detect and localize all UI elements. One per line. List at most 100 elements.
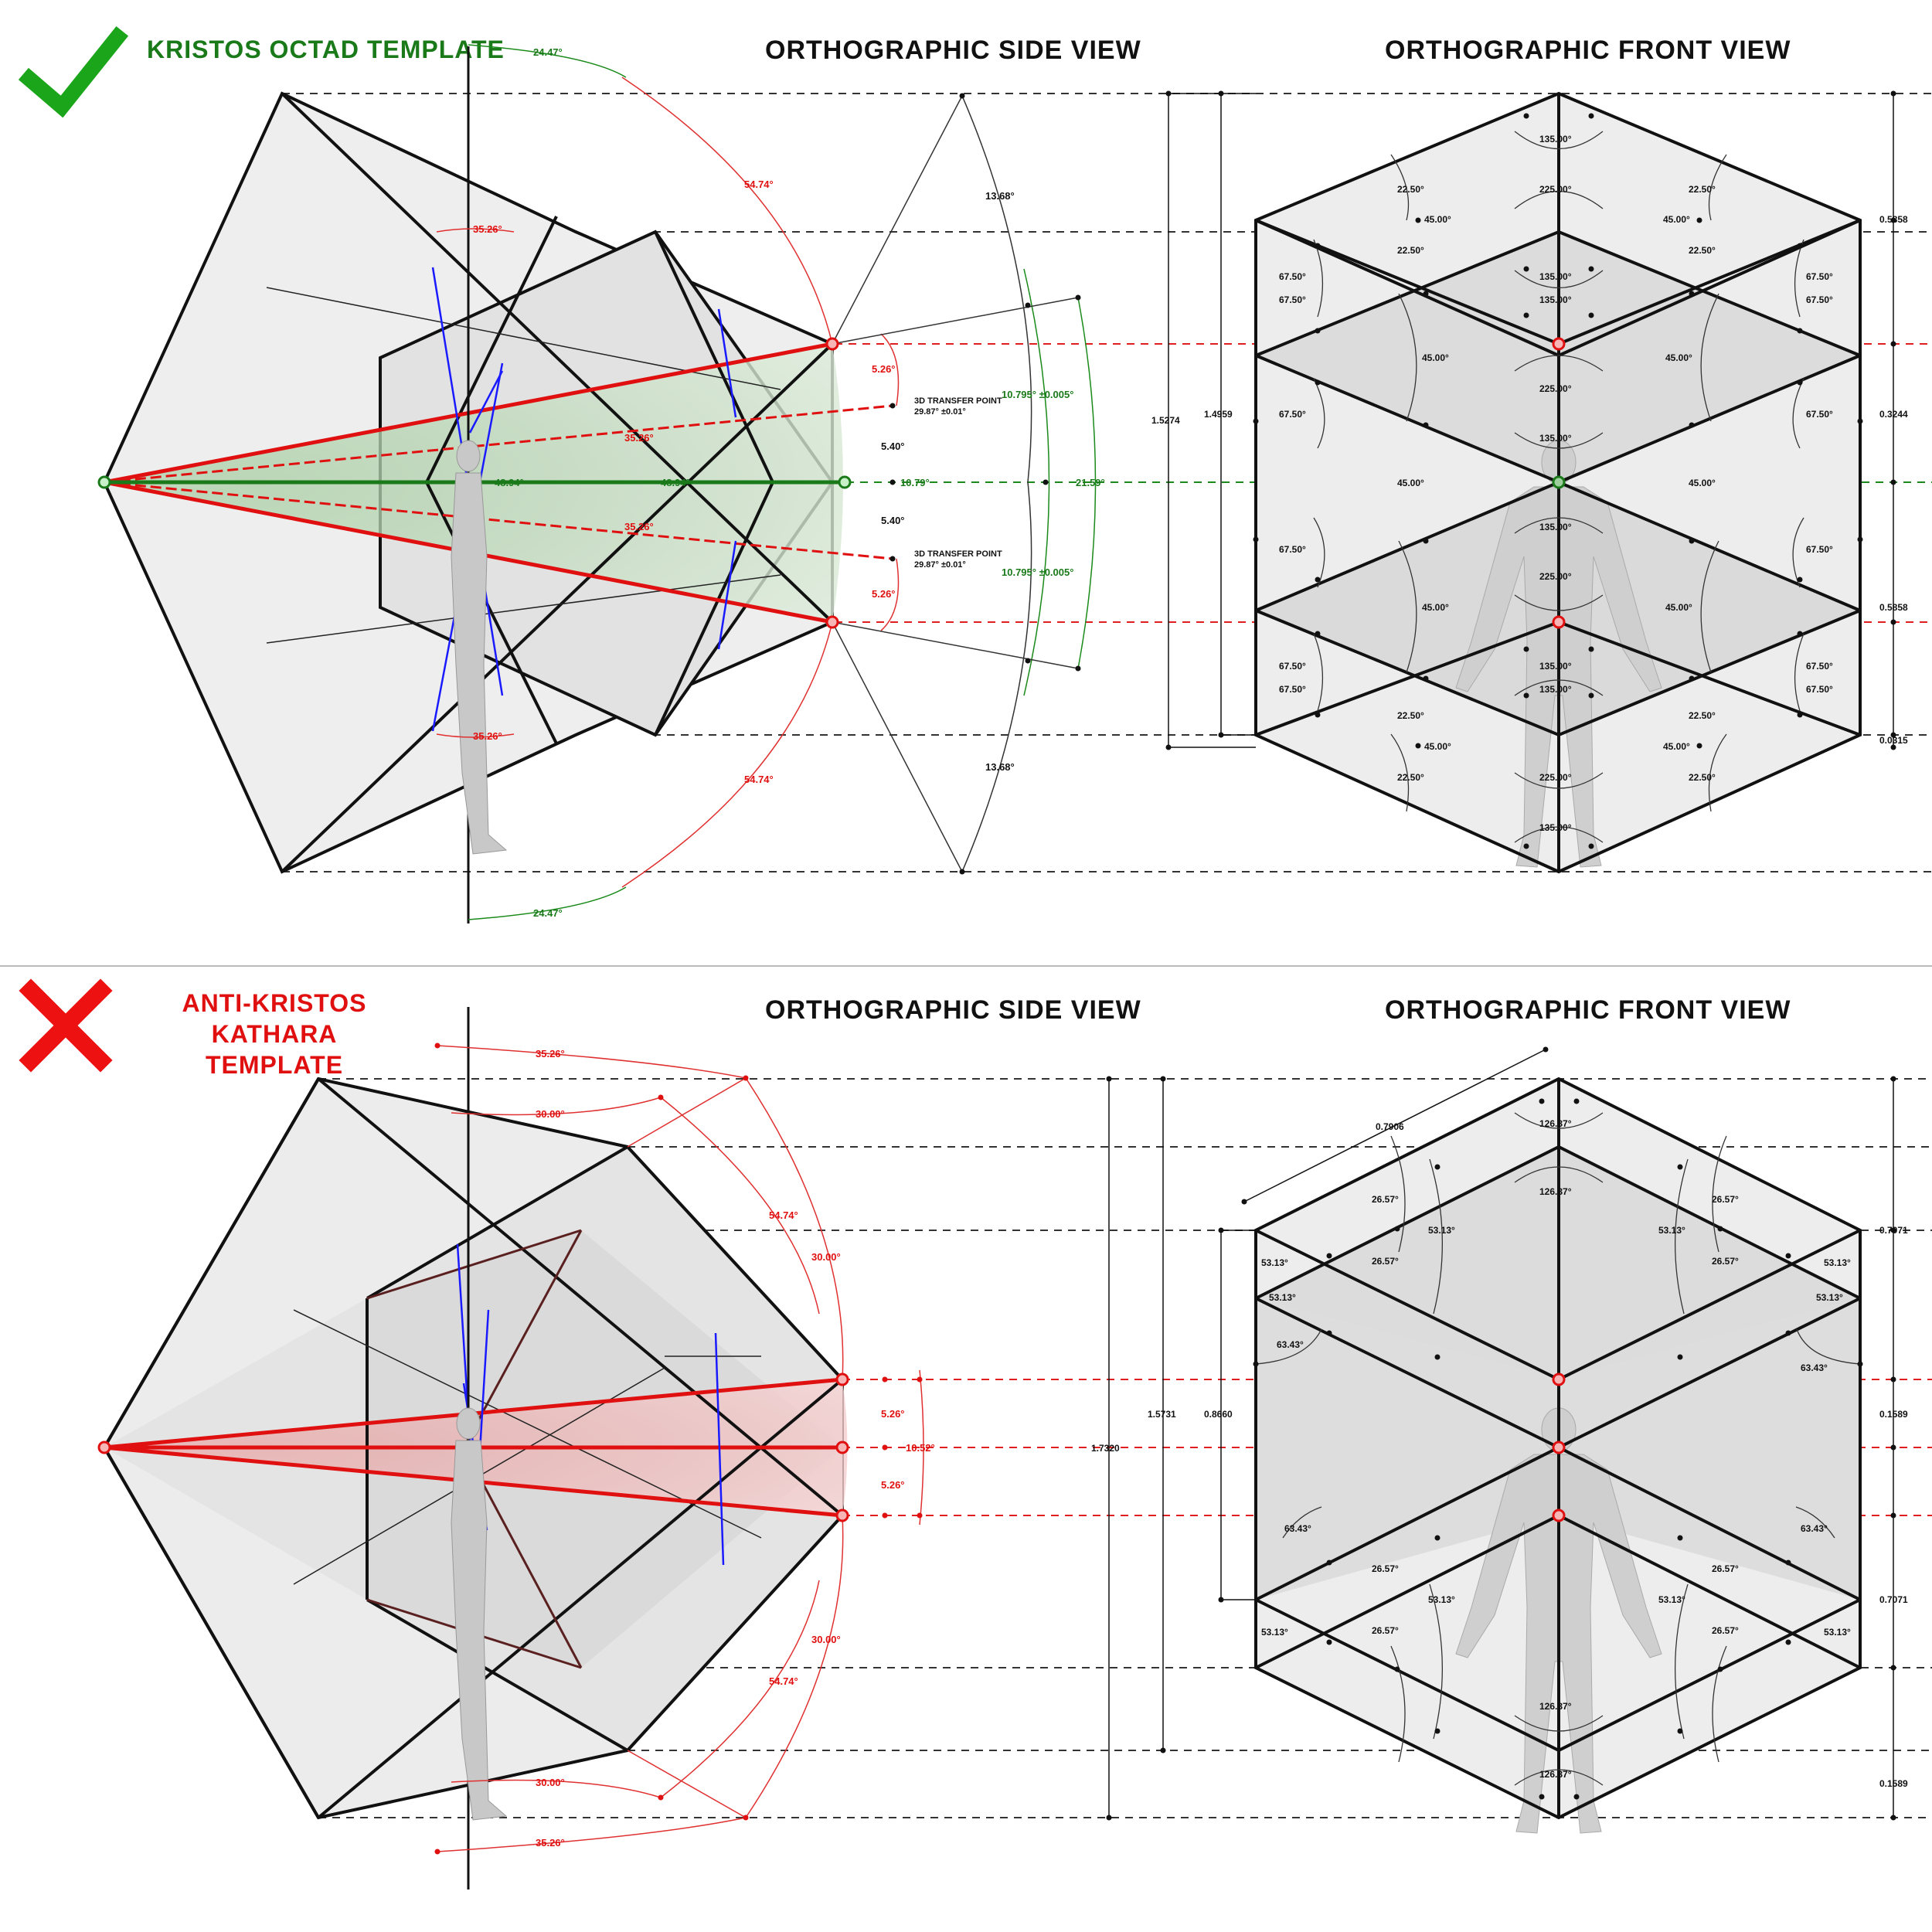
bottom-front-label-2657-5: 26.57° bbox=[1372, 1563, 1399, 1574]
top-front-label-2250-5: 22.50° bbox=[1397, 710, 1424, 721]
bottom-front-label-6343-4: 63.43° bbox=[1801, 1523, 1828, 1534]
top-front-label-6750-8: 67.50° bbox=[1806, 544, 1833, 555]
top-front-label-225-1: 225.00° bbox=[1539, 184, 1572, 195]
bottom-front-label-5313-10: 53.13° bbox=[1824, 1627, 1851, 1638]
top-front-label-2250-2: 22.50° bbox=[1689, 184, 1716, 195]
bottom-side-label-1052: 10.52° bbox=[906, 1442, 935, 1454]
bottom-side-label-526-lower: 5.26° bbox=[881, 1479, 905, 1491]
top-front-label-6750-6: 67.50° bbox=[1806, 409, 1833, 420]
bottom-front-label-6343-2: 63.43° bbox=[1801, 1362, 1828, 1373]
bottom-front-dim-15731: 1.5731 bbox=[1148, 1409, 1176, 1420]
top-front-dim-15274: 1.5274 bbox=[1151, 415, 1180, 426]
top-side-human-figure bbox=[451, 440, 508, 855]
top-side-label-4894-left: 48.94° bbox=[495, 477, 524, 488]
top-side-label-2159: 21.59° bbox=[1076, 477, 1105, 488]
bottom-front-label-2657-4: 26.57° bbox=[1712, 1256, 1739, 1267]
top-side-label-540-lower: 5.40° bbox=[881, 515, 905, 526]
top-front-label-4500-4: 45.00° bbox=[1665, 352, 1692, 363]
top-front-label-6750-7: 67.50° bbox=[1279, 544, 1306, 555]
top-front-label-135-6: 135.00° bbox=[1539, 661, 1572, 672]
top-side-label-5474-lower: 54.74° bbox=[744, 774, 774, 785]
top-front-label-2250-7: 22.50° bbox=[1397, 772, 1424, 783]
top-side-label-5474-upper: 54.74° bbox=[744, 179, 774, 190]
top-front-view-title: ORTHOGRAPHIC FRONT VIEW bbox=[1385, 36, 1791, 65]
top-front-label-225-3: 225.00° bbox=[1539, 571, 1572, 582]
bottom-template-title-line1: ANTI-KRISTOS bbox=[182, 989, 367, 1017]
bottom-front-label-2657-2: 26.57° bbox=[1712, 1194, 1739, 1205]
top-front-label-135-2: 135.00° bbox=[1539, 271, 1572, 282]
top-side-transfer-value-upper: 29.87° ±0.01° bbox=[914, 407, 966, 417]
top-front-label-2250-6: 22.50° bbox=[1689, 710, 1716, 721]
bottom-front-dim-01589-upper: 0.1589 bbox=[1879, 1409, 1908, 1420]
bottom-side-label-5474-upper: 54.74° bbox=[769, 1209, 798, 1221]
bottom-front-dim-07071-lower: 0.7071 bbox=[1879, 1594, 1908, 1605]
top-front-dim-05858-lower: 0.5858 bbox=[1879, 602, 1908, 613]
top-side-transfer-title-upper: 3D TRANSFER POINT bbox=[914, 396, 1002, 406]
top-front-view: 135.00° 225.00° 135.00° 135.00° 225.00° … bbox=[1151, 90, 1908, 874]
top-side-label-3526-mid-lower: 35.26° bbox=[624, 521, 654, 532]
top-side-label-2447-upper: 24.47° bbox=[533, 46, 563, 58]
top-front-label-2250-8: 22.50° bbox=[1689, 772, 1716, 783]
top-front-label-4500-10: 45.00° bbox=[1663, 741, 1690, 752]
bottom-front-dim-07906: 0.7906 bbox=[1376, 1121, 1404, 1132]
top-side-label-1079: 10.79° bbox=[900, 477, 930, 488]
bottom-side-view: 35.26° 30.00° 54.74° 30.00° 5.26° 10.52°… bbox=[97, 1007, 1932, 1889]
bottom-front-label-6343-3: 63.43° bbox=[1284, 1523, 1311, 1534]
top-front-label-6750-12: 67.50° bbox=[1806, 684, 1833, 695]
top-front-label-2250-3: 22.50° bbox=[1397, 245, 1424, 256]
bottom-front-label-5313-5: 53.13° bbox=[1269, 1292, 1296, 1303]
top-front-label-135-4: 135.00° bbox=[1539, 433, 1572, 444]
top-side-label-1368-lower: 13.68° bbox=[985, 761, 1015, 773]
top-front-label-6750-3: 67.50° bbox=[1806, 271, 1833, 282]
bottom-side-label-3000-mid-upper: 30.00° bbox=[811, 1251, 841, 1263]
top-side-label-526-upper: 5.26° bbox=[872, 363, 896, 375]
bottom-front-label-5313-2: 53.13° bbox=[1658, 1225, 1685, 1236]
top-front-label-135-5: 135.00° bbox=[1539, 522, 1572, 532]
top-front-dim-05858-upper: 0.5858 bbox=[1879, 214, 1908, 225]
bottom-front-view: 126.87° 126.87° 126.87° 126.87° 0.7906 2… bbox=[1091, 1046, 1908, 1834]
bottom-front-label-2657-6: 26.57° bbox=[1712, 1563, 1739, 1574]
top-side-transfer-title-lower: 3D TRANSFER POINT bbox=[914, 549, 1002, 559]
bottom-side-human-figure bbox=[451, 1407, 508, 1821]
top-front-label-6750-1: 67.50° bbox=[1279, 271, 1306, 282]
top-side-label-3526-mid-upper: 35.26° bbox=[624, 432, 654, 444]
top-side-label-3526-upper: 35.26° bbox=[473, 223, 502, 235]
bottom-front-label-5313-4: 53.13° bbox=[1824, 1257, 1851, 1268]
bottom-front-label-5313-1: 53.13° bbox=[1428, 1225, 1455, 1236]
bottom-front-label-5313-8: 53.13° bbox=[1658, 1594, 1685, 1605]
top-side-view: 24.47° 24.47° 54.74° 54.74° 13.68° 13.68… bbox=[97, 44, 1932, 923]
checkmark-icon bbox=[18, 26, 129, 118]
bottom-front-label-12687-2: 126.87° bbox=[1539, 1186, 1572, 1197]
top-front-label-4500-2: 45.00° bbox=[1663, 214, 1690, 225]
bottom-side-label-3000-mid-lower: 30.00° bbox=[811, 1634, 841, 1645]
bottom-template-title: ANTI-KRISTOS KATHARA TEMPLATE bbox=[147, 988, 402, 1080]
bottom-front-label-2657-1: 26.57° bbox=[1372, 1194, 1399, 1205]
top-side-view-title: ORTHOGRAPHIC SIDE VIEW bbox=[765, 36, 1141, 65]
bottom-front-dim-07071-upper: 0.7071 bbox=[1879, 1225, 1908, 1236]
bottom-front-label-12687-3: 126.87° bbox=[1539, 1701, 1572, 1712]
top-front-label-6750-2: 67.50° bbox=[1279, 294, 1306, 305]
top-side-label-10795-upper: 10.795° ±0.005° bbox=[1002, 389, 1073, 400]
bottom-side-view-title: ORTHOGRAPHIC SIDE VIEW bbox=[765, 995, 1141, 1025]
bottom-side-label-3000-lower: 30.00° bbox=[536, 1777, 565, 1788]
top-side-transfer-value-lower: 29.87° ±0.01° bbox=[914, 560, 966, 570]
bottom-front-dim-01589-lower: 0.1589 bbox=[1879, 1778, 1908, 1789]
top-front-dim-00315: 0.0315 bbox=[1879, 735, 1908, 746]
bottom-front-dim-17320: 1.7320 bbox=[1091, 1443, 1120, 1454]
top-front-label-6750-9: 67.50° bbox=[1279, 661, 1306, 672]
top-front-label-2250-4: 22.50° bbox=[1689, 245, 1716, 256]
bottom-front-label-2657-3: 26.57° bbox=[1372, 1256, 1399, 1267]
top-front-label-4500-1: 45.00° bbox=[1424, 214, 1451, 225]
top-front-label-225-2: 225.00° bbox=[1539, 383, 1572, 394]
top-front-label-4500-5: 45.00° bbox=[1397, 478, 1424, 488]
bottom-side-label-526-upper: 5.26° bbox=[881, 1408, 905, 1420]
bottom-front-dim-08660: 0.8660 bbox=[1204, 1409, 1233, 1420]
top-side-label-540-upper: 5.40° bbox=[881, 440, 905, 452]
top-front-dim-03244: 0.3244 bbox=[1879, 409, 1908, 420]
bottom-front-label-5313-7: 53.13° bbox=[1428, 1594, 1455, 1605]
top-front-label-4500-3: 45.00° bbox=[1422, 352, 1449, 363]
bottom-side-label-5474-lower: 54.74° bbox=[769, 1675, 798, 1687]
top-side-label-1368-upper: 13.68° bbox=[985, 190, 1015, 202]
top-side-label-3526-lower: 35.26° bbox=[473, 730, 502, 742]
